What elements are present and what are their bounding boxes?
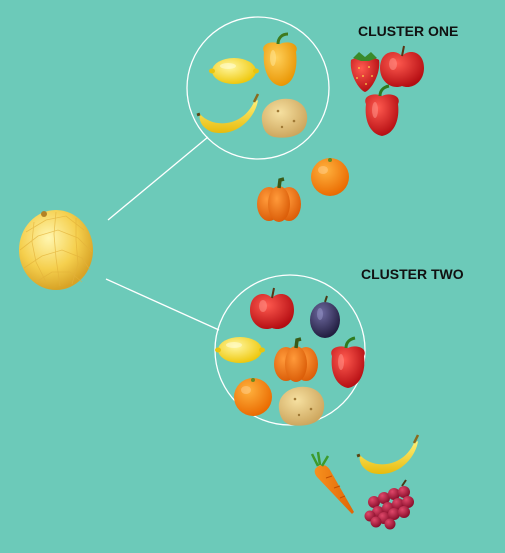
plum-icon xyxy=(309,295,341,339)
lemon-icon xyxy=(215,337,265,363)
banana-icon xyxy=(195,92,260,135)
red-pepper-icon xyxy=(363,84,401,138)
red-apple-icon xyxy=(379,45,425,89)
lemon-icon xyxy=(209,58,259,84)
orange-icon xyxy=(234,378,272,416)
cluster-two-label: CLUSTER TWO xyxy=(361,266,464,282)
potato-icon xyxy=(261,98,308,138)
potato-icon xyxy=(278,386,325,426)
red-pepper-icon xyxy=(329,336,367,390)
connector-line-cluster-one xyxy=(107,136,209,221)
red-grapes-icon xyxy=(363,479,415,531)
melon-icon xyxy=(18,209,94,291)
banana-icon xyxy=(355,433,420,476)
pumpkin-icon xyxy=(272,337,320,384)
carrot-icon xyxy=(310,450,356,516)
strawberry-icon xyxy=(350,52,380,92)
cluster-one-circle xyxy=(186,16,330,160)
yellow-pepper-icon xyxy=(261,32,299,88)
pumpkin-icon xyxy=(255,177,303,224)
red-apple-icon xyxy=(249,287,295,331)
connector-line-cluster-two xyxy=(105,278,220,331)
orange-icon xyxy=(311,158,349,196)
cluster-one-label: CLUSTER ONE xyxy=(358,23,459,39)
